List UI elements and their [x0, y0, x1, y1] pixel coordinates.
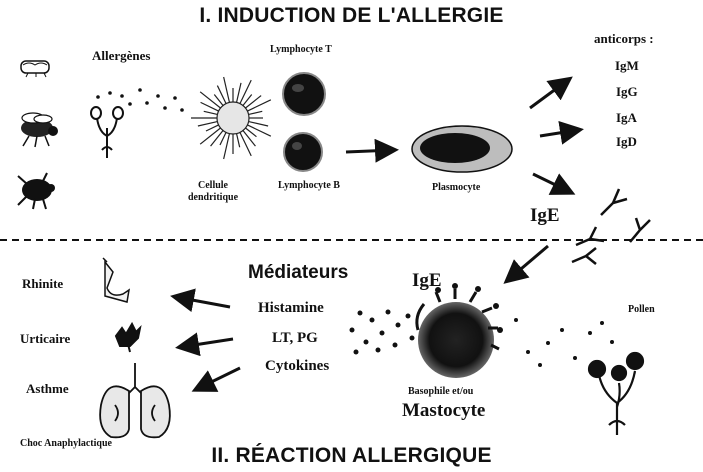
label-mediateurs: Médiateurs	[248, 262, 348, 284]
arrow-to-rhinite	[176, 297, 230, 307]
arrow-to-igg	[540, 130, 578, 136]
lungs-icon	[100, 363, 170, 437]
nose-icon	[103, 258, 129, 302]
wasp-icon	[21, 113, 58, 147]
antibody-shapes	[572, 189, 650, 264]
label-igd: IgD	[616, 134, 637, 150]
dendrite-spike	[249, 122, 268, 126]
label-histamine: Histamine	[258, 300, 324, 317]
dendrite-spike	[198, 122, 217, 126]
label-cellule: Cellule	[188, 180, 238, 192]
plasmocyte-cell	[412, 126, 512, 172]
dendrite-spike	[240, 80, 251, 103]
dendrite-spike	[247, 125, 270, 136]
label-urticaire: Urticaire	[20, 331, 70, 347]
lymphocyte-t-cell	[283, 73, 325, 115]
dendrite-spike	[237, 134, 240, 148]
lymphocyte-b-cell	[284, 133, 322, 171]
dendrite-spike	[206, 125, 219, 131]
dendritic-cell	[191, 77, 271, 159]
label-igm: IgM	[615, 58, 639, 74]
label-igg: IgG	[616, 84, 638, 100]
dendrite-spike	[237, 83, 241, 102]
mastocyte-cell	[417, 283, 503, 378]
dendrite-spike	[224, 77, 230, 102]
label-choc-anaphylactique: Choc Anaphylactique	[20, 438, 112, 450]
label-cytokines: Cytokines	[265, 358, 329, 375]
dendrite-spike	[247, 100, 270, 111]
mite-icon	[21, 61, 49, 77]
flower-icon	[91, 107, 123, 158]
arrow-to-ige	[533, 174, 570, 192]
label-lymphocyte-b: Lymphocyte B	[278, 180, 340, 192]
arrow-b-to-plasmocyte	[346, 150, 393, 152]
dendrite-spike	[224, 134, 230, 159]
label-ige-reaction: IgE	[412, 270, 442, 292]
label-anticorps: anticorps :	[594, 31, 654, 47]
arrow-to-urticaire	[181, 339, 233, 347]
label-plasmocyte: Plasmocyte	[432, 182, 480, 194]
arrow-to-igm	[530, 80, 568, 108]
label-basophile: Basophile et/ou	[408, 386, 473, 398]
label-lt-pg: LT, PG	[272, 330, 318, 347]
label-lymphocyte-t: Lymphocyte T	[270, 44, 332, 56]
label-ige-induction: IgE	[530, 205, 560, 227]
label-rhinite: Rhinite	[22, 276, 63, 292]
label-allergenes: Allergènes	[92, 48, 150, 64]
arrow-to-asthme	[197, 368, 240, 389]
title-induction: I. INDUCTION DE L'ALLERGIE	[0, 4, 703, 28]
dendrite-spike	[249, 111, 263, 114]
arrow-ige-to-mastocyte	[508, 246, 548, 280]
label-mastocyte: Mastocyte	[402, 400, 485, 422]
label-pollen: Pollen	[628, 304, 655, 316]
label-iga: IgA	[616, 110, 637, 126]
dendrite-spike	[200, 128, 220, 144]
label-cellule-dendritique: Cellule dendritique	[188, 180, 238, 204]
dendrite-spike	[204, 111, 218, 114]
dendrite-spike	[220, 132, 226, 145]
dendrite-spike	[200, 92, 220, 108]
skin-icon	[116, 324, 140, 352]
dendrite-spike	[240, 132, 251, 155]
label-asthme: Asthme	[26, 381, 69, 397]
pollen-grains	[96, 88, 184, 112]
label-dendritique: dendritique	[188, 192, 238, 204]
pollen-flower-icon	[589, 353, 643, 435]
tick-icon	[18, 173, 55, 209]
